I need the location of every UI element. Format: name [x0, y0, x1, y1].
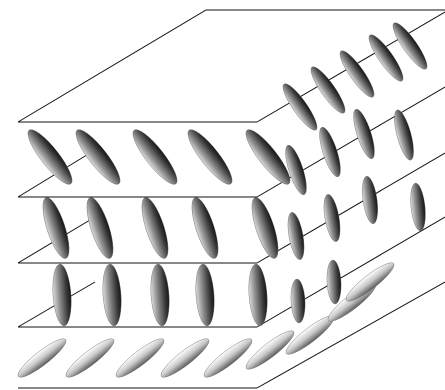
molecule-23 — [187, 195, 224, 261]
molecule-32 — [112, 334, 168, 382]
molecule-30 — [14, 334, 70, 382]
molecule-14 — [326, 260, 342, 305]
molecule-29 — [247, 263, 269, 326]
molecule-26 — [101, 263, 123, 326]
molecule-27 — [149, 263, 171, 326]
molecule-28 — [194, 263, 216, 326]
molecule-38 — [342, 258, 398, 306]
molecule-13 — [290, 279, 306, 324]
molecule-22 — [137, 195, 174, 261]
molecule-31 — [62, 334, 118, 382]
layer-planes — [18, 10, 445, 388]
molecule-11 — [360, 175, 381, 224]
molecule-7 — [349, 107, 378, 161]
molecule-16 — [70, 125, 126, 190]
molecule-ellipsoids — [14, 19, 432, 382]
molecule-10 — [321, 193, 343, 243]
plane-top — [18, 10, 445, 122]
molecule-18 — [182, 125, 238, 190]
molecule-6 — [315, 125, 344, 179]
molecule-15 — [22, 125, 78, 190]
molecule-24 — [247, 195, 284, 261]
molecule-20 — [38, 195, 75, 261]
molecule-12 — [409, 182, 428, 231]
molecule-8 — [391, 108, 418, 162]
molecule-25 — [51, 263, 73, 326]
molecule-21 — [82, 195, 119, 261]
molecule-17 — [127, 125, 183, 190]
